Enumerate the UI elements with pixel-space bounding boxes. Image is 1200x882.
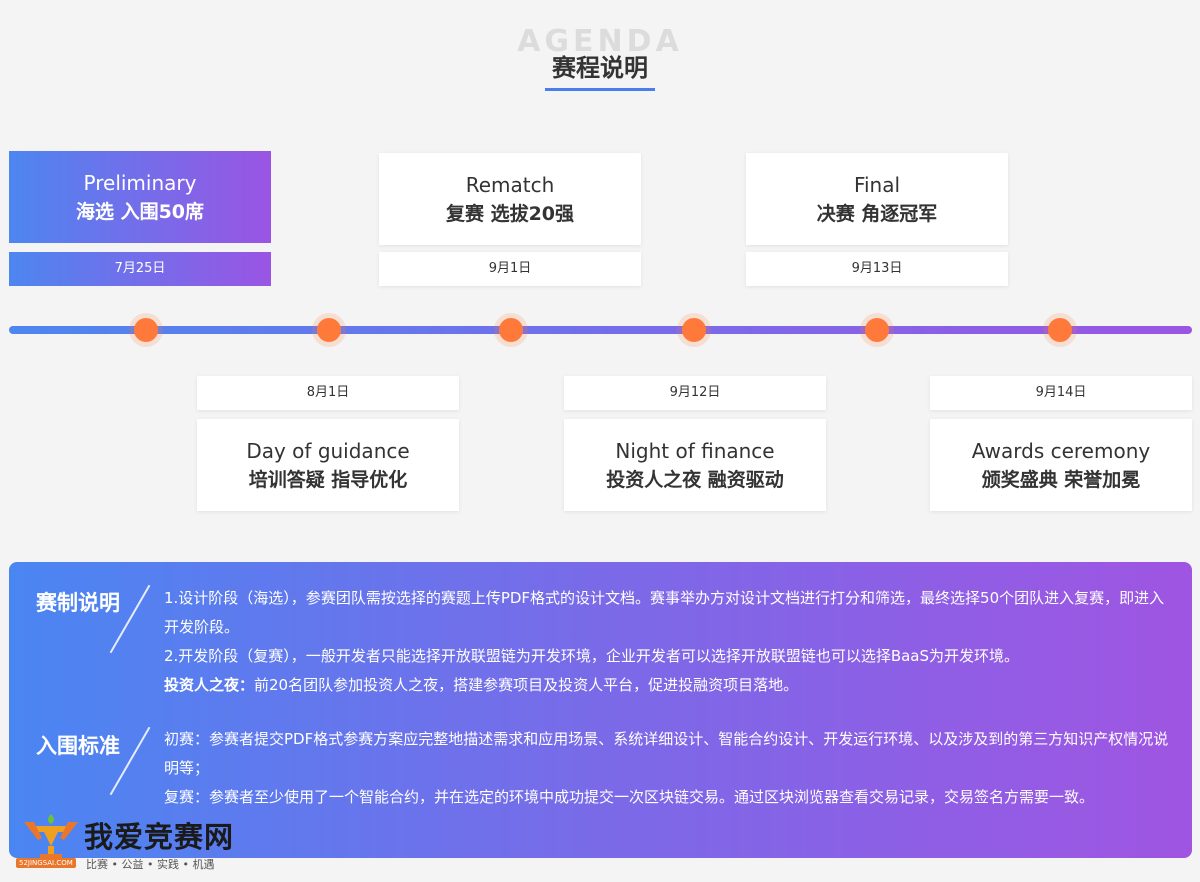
stage-card-preliminary: Preliminary 海选 入围50席 [9,151,271,243]
timeline-dot-2 [312,313,346,347]
rules-body: 1.设计阶段（海选），参赛团队需按选择的赛题上传PDF格式的设计文档。赛事举办方… [164,584,1174,700]
stage-card-awards: Awards ceremony 颁奖盛典 荣誉加冕 [930,419,1192,511]
stage-card-final: Final 决赛 角逐冠军 [746,153,1008,245]
rules-line-3-label: 投资人之夜： [164,676,255,694]
criteria-line-2: 复赛：参赛者至少使用了一个智能合约，并在选定的环境中成功提交一次区块链交易。通过… [164,788,1095,806]
stage-title-cn: 培训答疑 指导优化 [248,469,408,491]
brand-tags: 比赛 • 公益 • 实践 • 机遇 [86,858,215,871]
page-header: AGENDA 赛程说明 [0,24,1200,91]
stage-title-cn: 决赛 角逐冠军 [816,203,938,225]
stage-date-finance: 9月12日 [564,376,826,410]
timeline-dot-6 [1043,313,1077,347]
info-panel: 赛制说明 1.设计阶段（海选），参赛团队需按选择的赛题上传PDF格式的设计文档。… [9,562,1192,858]
timeline-dot-4 [677,313,711,347]
timeline-bar [9,326,1192,334]
rules-line-2: 2.开发阶段（复赛），一般开发者只能选择开放联盟链为开发环境，企业开发者可以选择… [164,647,1020,665]
rules-line-1: 1.设计阶段（海选），参赛团队需按选择的赛题上传PDF格式的设计文档。赛事举办方… [164,589,1165,636]
stage-title-en: Rematch [465,173,555,197]
stage-title-en: Awards ceremony [971,439,1151,463]
timeline-dot-5 [860,313,894,347]
rules-line-3-text: 前20名团队参加投资人之夜，搭建参赛项目及投资人平台，促进投融资项目落地。 [254,676,799,694]
stage-card-finance: Night of finance 投资人之夜 融资驱动 [564,419,826,511]
stage-title-cn: 海选 入围50席 [75,201,205,223]
criteria-body: 初赛：参赛者提交PDF格式参赛方案应完整地描述需求和应用场景、系统详细设计、智能… [164,725,1174,812]
stage-title-en: Preliminary [83,171,197,195]
rules-line-3: 投资人之夜：前20名团队参加投资人之夜，搭建参赛项目及投资人平台，促进投融资项目… [164,671,1174,700]
stage-title-en: Day of guidance [246,439,410,463]
stage-title-cn: 复赛 选拔20强 [445,203,575,225]
brand-name: 我爱竞赛网 [84,820,235,854]
timeline-dot-1 [129,313,163,347]
trophy-icon [24,814,78,858]
header-title-cn: 赛程说明 [552,54,648,82]
brand-logo[interactable]: 我爱竞赛网 52JINGSAI.COM 比赛 • 公益 • 实践 • 机遇 [14,808,254,874]
stage-date-rematch: 9月1日 [379,252,641,286]
stage-title-en: Night of finance [615,439,775,463]
header-title-en: AGENDA [517,24,683,59]
brand-url: 52JINGSAI.COM [16,858,76,868]
criteria-title: 入围标准 [36,734,120,758]
stage-card-guidance: Day of guidance 培训答疑 指导优化 [197,419,459,511]
stage-date-preliminary: 7月25日 [9,252,271,286]
stage-card-rematch: Rematch 复赛 选拔20强 [379,153,641,245]
stage-title-en: Final [853,173,901,197]
stage-title-cn: 投资人之夜 融资驱动 [606,469,784,491]
stage-date-guidance: 8月1日 [197,376,459,410]
criteria-line-1: 初赛：参赛者提交PDF格式参赛方案应完整地描述需求和应用场景、系统详细设计、智能… [164,730,1169,777]
stage-date-final: 9月13日 [746,252,1008,286]
rules-title: 赛制说明 [36,591,120,615]
timeline-dot-3 [494,313,528,347]
header-underline [545,88,655,91]
stage-title-cn: 颁奖盛典 荣誉加冕 [981,469,1141,491]
stage-date-awards: 9月14日 [930,376,1192,410]
